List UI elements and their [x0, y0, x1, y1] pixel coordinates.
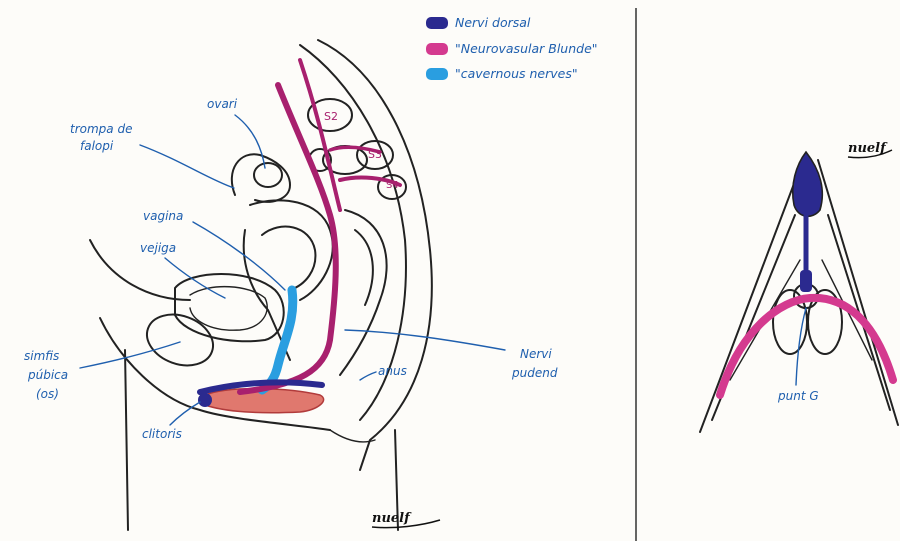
label-trompa-line1: trompa de [70, 122, 132, 136]
legend: Nervi dorsal "Neurovasular Blunde" "cave… [426, 15, 598, 81]
pubic-front-contour [100, 318, 330, 430]
label-nervi-pudend-line1: Nervi [520, 347, 552, 361]
label-vejiga: vejiga [140, 241, 176, 255]
leader-vagina [193, 222, 285, 290]
rectum [340, 210, 387, 375]
leg-front [125, 350, 128, 530]
label-s2: S2 [324, 110, 338, 123]
label-s3: S3 [368, 148, 382, 161]
legend-swatch-neurovascular [426, 43, 448, 55]
ovary [254, 163, 282, 187]
label-anus: anus [378, 364, 407, 378]
label-nervi-pudend-line2: pudend [511, 366, 558, 380]
uterus-outline [250, 200, 333, 300]
label-ovari: ovari [207, 97, 238, 111]
leader-trompa [140, 145, 234, 188]
legend-item-neurovascular-bundle: "Neurovasular Blunde" [426, 41, 598, 56]
legend-swatch-cavernous [426, 68, 448, 80]
legend-item-cavernous-nerves: "cavernous nerves" [426, 66, 578, 81]
leader-anus [360, 372, 376, 380]
uterus-inner [262, 227, 315, 290]
signature-left: nuelf [372, 511, 412, 526]
legend-label-cavernous: "cavernous nerves" [455, 66, 578, 81]
sagittal-section-drawing: S2 S3 S4 ovari trompa de falopi vagina v… [24, 40, 558, 530]
frontal-view-drawing: punt G nuelf [700, 141, 898, 432]
legend-swatch-dorsal [426, 17, 448, 29]
label-simfisis-line1: simfis [24, 349, 59, 363]
label-simfisis-line2: púbica [27, 368, 68, 382]
legend-label-neurovascular: "Neurovasular Blunde" [455, 41, 598, 56]
glans-clitoris [198, 393, 212, 407]
perineum-line [330, 430, 375, 442]
frontal-dorsal-node [800, 270, 812, 292]
label-simfisis-line3: (os) [36, 387, 59, 401]
legend-label-dorsal: Nervi dorsal [455, 15, 531, 30]
pubic-bone [140, 306, 220, 374]
label-punt-g: punt G [777, 389, 819, 403]
label-vagina: vagina [143, 209, 183, 223]
crus-outer-right [818, 160, 898, 425]
rectum-inner [355, 230, 373, 305]
label-trompa-line2: falopi [80, 139, 114, 153]
label-clitoris: clitoris [142, 427, 182, 441]
label-s4: S4 [386, 180, 399, 191]
legend-item-dorsal-nerve: Nervi dorsal [426, 15, 531, 30]
